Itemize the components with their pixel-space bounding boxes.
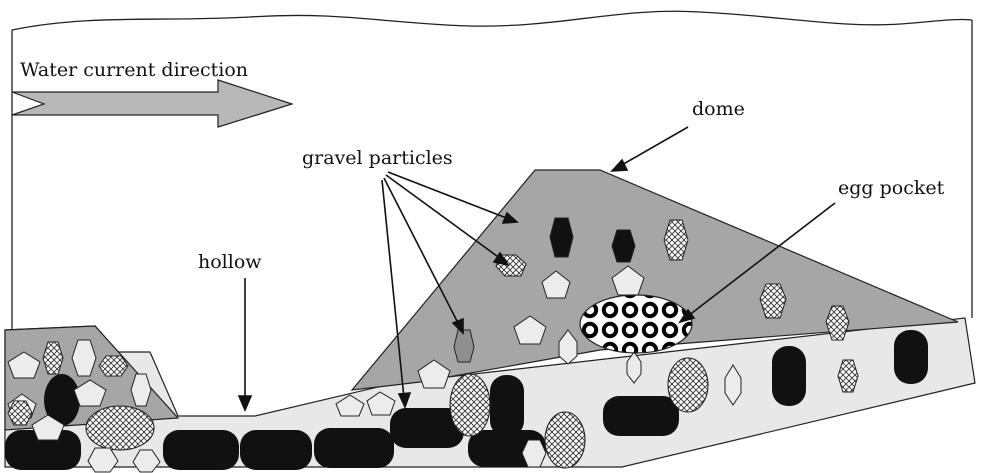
hex-stone [43, 342, 63, 374]
hex-stone [454, 330, 474, 362]
hex-stone [612, 230, 635, 262]
current-arrow [12, 80, 292, 127]
hex-stone [760, 284, 786, 318]
dark-rock [603, 396, 679, 436]
dome-arrow [620, 127, 688, 166]
hex-stone [550, 218, 573, 257]
dark-rock [772, 346, 806, 406]
dome-label: dome [692, 98, 745, 120]
current-arrow-shape [12, 80, 292, 127]
hex-stone [131, 374, 151, 406]
dome-arrowhead [612, 160, 627, 171]
hatched-stone [450, 374, 490, 436]
hollow-label: hollow [198, 251, 262, 273]
dark-rock [490, 375, 524, 437]
hatched-stone [86, 406, 154, 450]
egg-pocket [580, 295, 692, 353]
water-current-label: Water current direction [20, 59, 248, 81]
hex-stone [838, 360, 858, 392]
hatched-stone [545, 412, 585, 468]
hollow-arrowhead [239, 396, 251, 410]
egg-pocket-shape [580, 295, 692, 353]
gravel-particles-label: gravel particles [302, 147, 453, 169]
gravel-arrow-1 [388, 172, 509, 219]
dark-rock [314, 428, 394, 468]
egg-pocket-label: egg pocket [838, 177, 945, 199]
dark-rock [163, 430, 239, 470]
dark-rock [240, 430, 312, 470]
hex-stone [99, 356, 128, 376]
dark-rock [894, 330, 928, 384]
hatched-stone [668, 358, 708, 412]
water-surface [12, 11, 972, 30]
